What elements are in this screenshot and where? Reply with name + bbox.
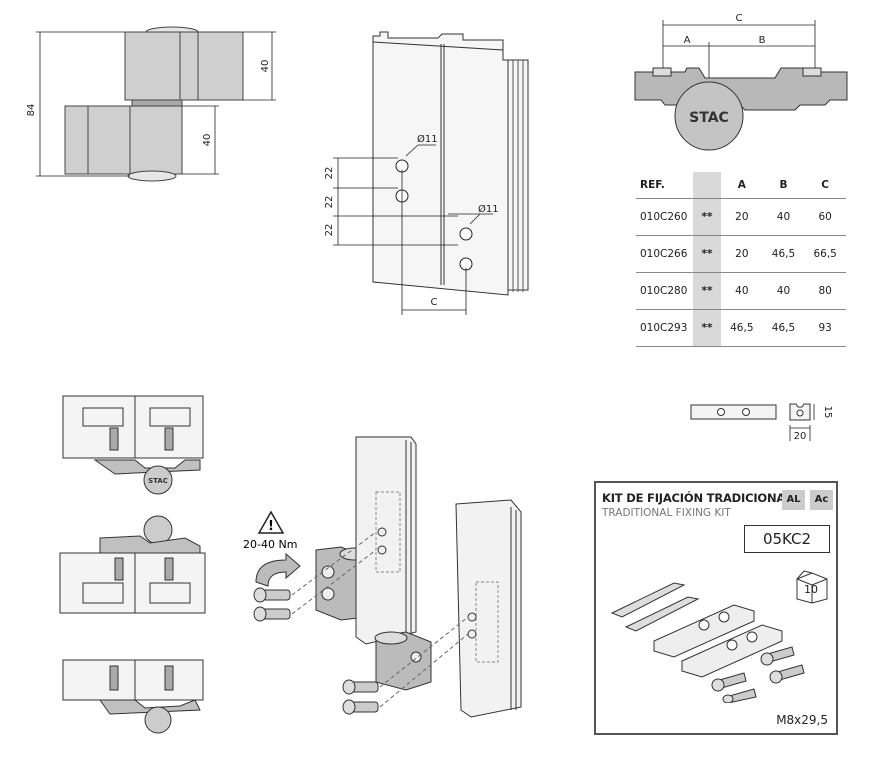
- assembly-exploded-view: ! 20-40 Nm: [243, 436, 522, 718]
- cell-a: 46,5: [721, 309, 763, 347]
- dim-c-top: C: [736, 13, 743, 24]
- fixing-plate-section: 15 20: [789, 403, 833, 442]
- dim-20: 20: [794, 431, 807, 442]
- frame-profile-right: [455, 499, 522, 718]
- hinge-side-view: 84 40 40: [26, 26, 276, 182]
- table-header-row: REF. A B C: [636, 172, 846, 199]
- frame-profile: [372, 31, 529, 296]
- cell-mark: **: [693, 198, 721, 236]
- torque-value: 20-40 Nm: [243, 538, 297, 551]
- assembly-guide-lines: [291, 531, 469, 708]
- fixing-plate-side: [690, 404, 777, 420]
- cell-c: 80: [804, 272, 846, 310]
- cell-mark: **: [693, 309, 721, 347]
- dim-b: B: [759, 35, 766, 46]
- hinge-leaf-lower: [374, 631, 432, 691]
- dim-22-a: 22: [324, 167, 335, 180]
- dim-c: C: [431, 297, 438, 308]
- hinge-dimensions: 84 40 40: [26, 31, 276, 177]
- top-view-body: STAC: [634, 67, 848, 151]
- table-row: 010C266 ** 20 46,5 66,5: [636, 235, 846, 273]
- kit-title: KIT DE FIJACIÓN TRADICIONAL: [602, 491, 793, 505]
- cell-b: 40: [762, 272, 805, 310]
- dim-a: A: [684, 35, 691, 46]
- cell-a: 20: [721, 198, 763, 236]
- hole-diameter-label: Ø11: [417, 133, 438, 145]
- cell-ref: 010C266: [636, 235, 693, 273]
- kit-code: 05KC2: [744, 525, 830, 553]
- example-2: [59, 515, 206, 614]
- fixing-plates: [653, 604, 783, 678]
- drilling-template: 22 22 22 C Ø11 Ø11: [324, 31, 529, 315]
- badge-al: AL: [782, 490, 805, 510]
- fixing-plate-detail: 15 20: [690, 403, 833, 442]
- screws-upper: [253, 587, 291, 622]
- cell-ref: 010C280: [636, 272, 693, 310]
- dim-84: 84: [26, 104, 37, 117]
- example-1-logo: STAC: [148, 477, 168, 485]
- column-header-a: A: [721, 172, 763, 199]
- cell-ref: 010C293: [636, 309, 693, 347]
- table-row: 010C260 ** 20 40 60: [636, 198, 846, 236]
- kit-parts-illustration: [610, 582, 805, 703]
- svg-text:!: !: [268, 519, 274, 534]
- example-1: STAC: [62, 395, 204, 495]
- hinge-upper-knuckle: [124, 26, 244, 101]
- reference-table: REF. A B C 010C260 ** 20 40 60 010C266 *…: [636, 172, 846, 347]
- cell-a: 20: [721, 235, 763, 273]
- rotate-arrow-icon: [255, 552, 301, 587]
- hole-diameter-label-2: Ø11: [478, 203, 499, 215]
- cell-ref: 010C260: [636, 198, 693, 236]
- box-icon: [796, 570, 828, 604]
- frame-profile-left: [355, 436, 417, 645]
- example-3: [62, 659, 204, 734]
- torque-warning-icon: !: [257, 510, 285, 534]
- cell-a: 40: [721, 272, 763, 310]
- kit-subtitle: TRADITIONAL FIXING KIT: [602, 507, 731, 519]
- table-row: 010C280 ** 40 40 80: [636, 272, 846, 310]
- hinge-top-view: C A B STAC: [634, 13, 848, 151]
- application-examples: STAC: [59, 395, 206, 734]
- kit-screws: [711, 646, 805, 703]
- dim-15: 15: [822, 406, 833, 419]
- cell-mark: **: [693, 272, 721, 310]
- cell-b: 40: [762, 198, 805, 236]
- cell-c: 93: [804, 309, 846, 347]
- screws-lower: [342, 679, 379, 715]
- cell-b: 46,5: [762, 235, 805, 273]
- column-header-ref: REF.: [636, 172, 693, 199]
- dim-22-b: 22: [324, 196, 335, 209]
- column-header-b: B: [762, 172, 805, 199]
- dim-22-c: 22: [324, 224, 335, 237]
- hinge-pin-ring: [131, 99, 183, 107]
- dim-40-upper: 40: [260, 60, 271, 73]
- cell-mark: **: [693, 235, 721, 273]
- dim-40-lower: 40: [202, 134, 213, 147]
- top-view-logo: STAC: [689, 110, 729, 126]
- table-row: 010C293 ** 46,5 46,5 93: [636, 309, 846, 347]
- cell-c: 60: [804, 198, 846, 236]
- cell-b: 46,5: [762, 309, 805, 347]
- screw-size: M8x29,5: [776, 713, 828, 727]
- column-header-c: C: [804, 172, 846, 199]
- box-quantity: 10: [804, 583, 818, 596]
- top-view-dimensions: C A B: [662, 13, 816, 108]
- fixing-kit-panel: KIT DE FIJACIÓN TRADICIONAL TRADITIONAL …: [594, 481, 838, 735]
- hinge-lower-knuckle: [64, 105, 183, 182]
- spring-clips: [610, 582, 700, 632]
- cell-c: 66,5: [804, 235, 846, 273]
- badge-ac: Ac: [810, 490, 833, 510]
- column-header-mark: [693, 172, 721, 199]
- drill-holes: [395, 159, 473, 271]
- drilling-dimensions: 22 22 22 C Ø11 Ø11: [324, 133, 499, 315]
